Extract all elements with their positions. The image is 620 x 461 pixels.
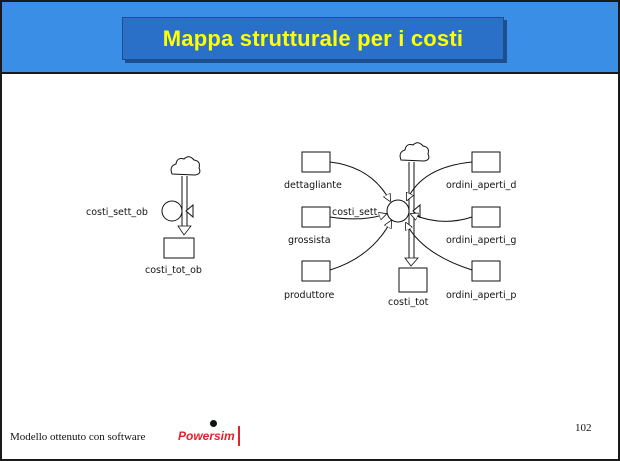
label-grossista: grossista	[288, 235, 331, 246]
label-ordini-aperti-g: ordini_aperti_g	[446, 235, 516, 246]
box-grossista	[301, 206, 331, 228]
box-ordini-aperti-g	[471, 206, 501, 228]
logo-globe-icon	[210, 420, 217, 427]
page-number: 102	[575, 422, 592, 434]
left-flow-pipe	[177, 176, 192, 236]
box-ordini-aperti-p	[471, 260, 501, 282]
label-costi-sett-ob: costi_sett_ob	[86, 207, 148, 218]
left-stock-box	[163, 237, 195, 259]
label-dettagliante: dettagliante	[284, 180, 342, 191]
box-dettagliante	[301, 151, 331, 173]
label-ordini-aperti-p: ordini_aperti_p	[446, 290, 516, 301]
label-costi-sett: costi_sett	[332, 207, 378, 218]
title-bar: Mappa strutturale per i costi	[2, 2, 618, 74]
right-cloud-icon	[399, 142, 430, 162]
label-costi-tot: costi_tot	[388, 297, 429, 308]
label-ordini-aperti-d: ordini_aperti_d	[446, 180, 516, 191]
arrow-grossista	[329, 214, 386, 219]
left-valve-triangle	[185, 203, 194, 219]
box-ordini-aperti-d	[471, 151, 501, 173]
title-box: Mappa strutturale per i costi	[122, 17, 504, 60]
arrow-dettagliante	[329, 161, 390, 201]
powersim-logo: Powersim	[178, 429, 235, 443]
arrow-ordini-aperti-g	[411, 214, 473, 222]
slide-title: Mappa strutturale per i costi	[162, 25, 464, 51]
structural-map-diagram: costi_sett_ob costi_tot_ob dettagliante …	[86, 142, 516, 308]
label-produttore: produttore	[284, 290, 335, 301]
footer-text: Modello ottenuto con software	[10, 431, 146, 443]
arrow-ordini-aperti-p	[406, 223, 473, 271]
right-flow-valve-icon	[386, 199, 410, 223]
box-produttore	[301, 260, 331, 282]
logo-divider	[238, 426, 240, 446]
left-cloud-icon	[170, 156, 201, 176]
right-stock-box	[398, 267, 428, 293]
label-costi-tot-ob: costi_tot_ob	[145, 265, 202, 276]
arrow-ordini-aperti-d	[407, 161, 473, 200]
left-flow-valve-icon	[161, 200, 183, 222]
arrow-produttore	[329, 221, 391, 271]
